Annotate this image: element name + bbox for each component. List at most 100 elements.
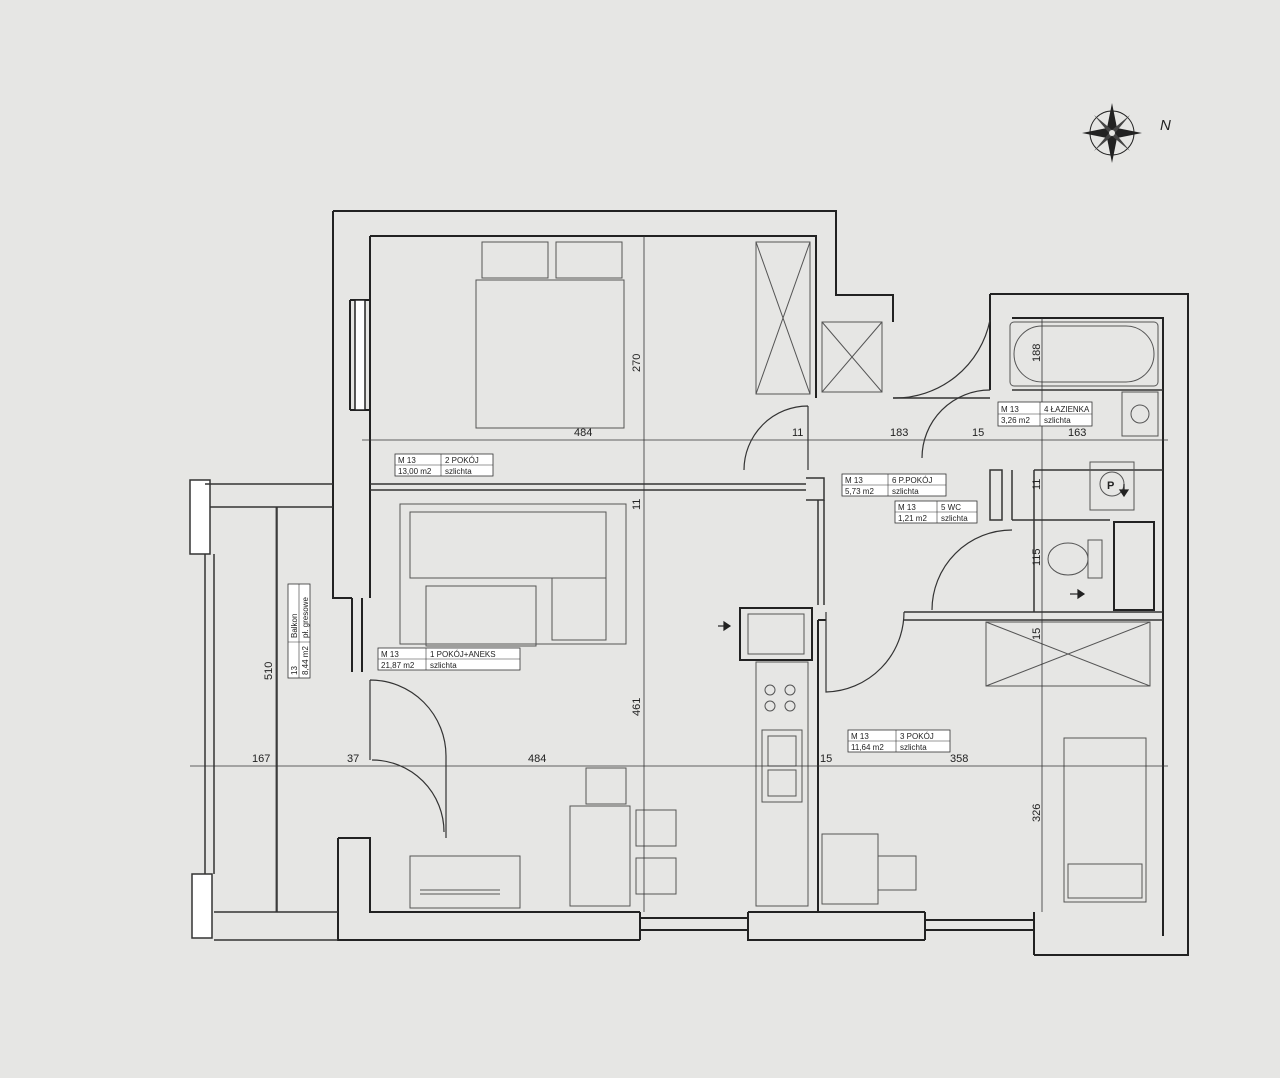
bed-room-3 [1063, 737, 1147, 903]
wc-cabinet [1113, 521, 1155, 611]
dimension-lines [190, 236, 1168, 912]
toilet-bowl [1047, 542, 1089, 576]
dim-vert-115: 115 [1031, 548, 1043, 566]
balcony [189, 479, 338, 941]
compass-rose-icon [1082, 103, 1142, 163]
svg-text:M 13: M 13 [381, 650, 399, 659]
dimension-labels: 484 11 183 15 163 167 37 484 15 358 270 … [252, 344, 1086, 822]
svg-text:szlichta: szlichta [445, 467, 472, 476]
dim-top-11: 11 [792, 427, 803, 439]
north-label: N [1160, 117, 1171, 134]
svg-text:szlichta: szlichta [892, 487, 919, 496]
dim-vert-188: 188 [1031, 344, 1043, 362]
desk [821, 833, 879, 905]
svg-text:szlichta: szlichta [900, 743, 927, 752]
kitchen-counter [755, 661, 809, 907]
desk-chair [877, 855, 917, 891]
dim-vert-15: 15 [1031, 628, 1043, 640]
svg-text:13: 13 [290, 666, 299, 675]
svg-text:1 POKÓJ+ANEKS: 1 POKÓJ+ANEKS [430, 650, 496, 659]
bottom-wall [639, 911, 1035, 955]
door-bath [921, 389, 991, 459]
svg-text:M 13: M 13 [398, 456, 416, 465]
dim-top-163: 163 [1068, 427, 1086, 439]
dim-top-183: 183 [890, 427, 908, 439]
bathtub [1009, 321, 1159, 387]
boiler-label: P [1107, 480, 1114, 492]
balcony-label: 13 Balkon 8,44 m2 pł. gresowe [287, 583, 311, 679]
bed [475, 279, 625, 429]
svg-text:szlichta: szlichta [430, 661, 457, 670]
dim-bottom-37: 37 [347, 753, 359, 765]
walls [332, 210, 1189, 956]
door-entrance [369, 679, 447, 838]
wardrobe-hall [821, 321, 883, 393]
dim-bottom-15: 15 [820, 753, 832, 765]
coffee-table [425, 585, 537, 647]
svg-text:szlichta: szlichta [941, 514, 968, 523]
doors [369, 319, 1013, 838]
door-hall-bath [892, 319, 991, 399]
svg-text:11,64 m2: 11,64 m2 [851, 743, 884, 752]
room-label-2: M 13 2 POKÓJ 13,00 m2 szlichta [394, 453, 494, 477]
outer-wall-top-right [989, 293, 1189, 956]
svg-text:13,00 m2: 13,00 m2 [398, 467, 432, 476]
outer-wall-top-left [332, 210, 894, 398]
fridge [739, 607, 813, 661]
dim-vert-510: 510 [263, 662, 275, 680]
pillow-left [481, 241, 549, 279]
dim-vert-11: 11 [631, 499, 643, 510]
room-label-1: M 13 1 POKÓJ+ANEKS 21,87 m2 szlichta [377, 647, 521, 671]
svg-text:2 POKÓJ: 2 POKÓJ [445, 456, 479, 465]
room-label-4: M 13 4 ŁAZIENKA 3,26 m2 szlichta [997, 401, 1093, 427]
bath-sink [1121, 391, 1159, 437]
room-label-5: M 13 5 WC 1,21 m2 szlichta [894, 500, 978, 524]
svg-text:6 P.POKÓJ: 6 P.POKÓJ [892, 476, 932, 485]
svg-text:21,87 m2: 21,87 m2 [381, 661, 415, 670]
svg-text:M 13: M 13 [851, 732, 869, 741]
svg-text:Balkon: Balkon [290, 614, 299, 638]
svg-text:pł. gresowe: pł. gresowe [301, 597, 310, 638]
arrows [718, 484, 1130, 632]
wardrobe-room-2 [755, 241, 811, 395]
dim-vert-326: 326 [1031, 804, 1043, 822]
wall-fills [354, 299, 366, 411]
dim-vert-11b: 11 [1031, 479, 1043, 490]
svg-text:szlichta: szlichta [1044, 416, 1071, 425]
sofa [399, 503, 627, 645]
svg-text:8,44 m2: 8,44 m2 [301, 646, 310, 675]
dim-top-15: 15 [972, 427, 984, 439]
dim-vert-461: 461 [631, 698, 643, 716]
wardrobe-room-3 [985, 621, 1151, 687]
dim-bottom-358: 358 [950, 753, 968, 765]
dim-vert-270: 270 [631, 354, 643, 372]
svg-text:1,21 m2: 1,21 m2 [898, 514, 927, 523]
svg-text:M 13: M 13 [898, 503, 916, 512]
room-labels: M 13 2 POKÓJ 13,00 m2 szlichta M 13 1 PO… [287, 401, 1093, 753]
door-wc [931, 529, 1013, 611]
dim-bottom-484: 484 [528, 753, 546, 765]
tv-cabinet [409, 855, 521, 909]
dining-table [569, 805, 631, 907]
svg-text:3 POKÓJ: 3 POKÓJ [900, 732, 934, 741]
svg-text:M 13: M 13 [845, 476, 863, 485]
svg-text:5,73 m2: 5,73 m2 [845, 487, 874, 496]
svg-text:5 WC: 5 WC [941, 503, 961, 512]
door-room-3 [825, 611, 905, 693]
svg-text:4 ŁAZIENKA: 4 ŁAZIENKA [1044, 405, 1090, 414]
dim-top-484: 484 [574, 427, 592, 439]
svg-text:M 13: M 13 [1001, 405, 1019, 414]
dining-chair [585, 767, 627, 805]
furniture [399, 241, 1159, 909]
pillow-right [555, 241, 623, 279]
svg-text:3,26 m2: 3,26 m2 [1001, 416, 1030, 425]
left-wall-lower [337, 598, 640, 941]
room-label-3: M 13 3 POKÓJ 11,64 m2 szlichta [847, 729, 951, 753]
partitions [370, 389, 1163, 621]
boiler [1089, 461, 1135, 511]
door-balcony [371, 759, 445, 833]
dim-bottom-167: 167 [252, 753, 270, 765]
room-label-6: M 13 6 P.POKÓJ 5,73 m2 szlichta [841, 473, 947, 497]
door-room-2 [743, 405, 809, 471]
